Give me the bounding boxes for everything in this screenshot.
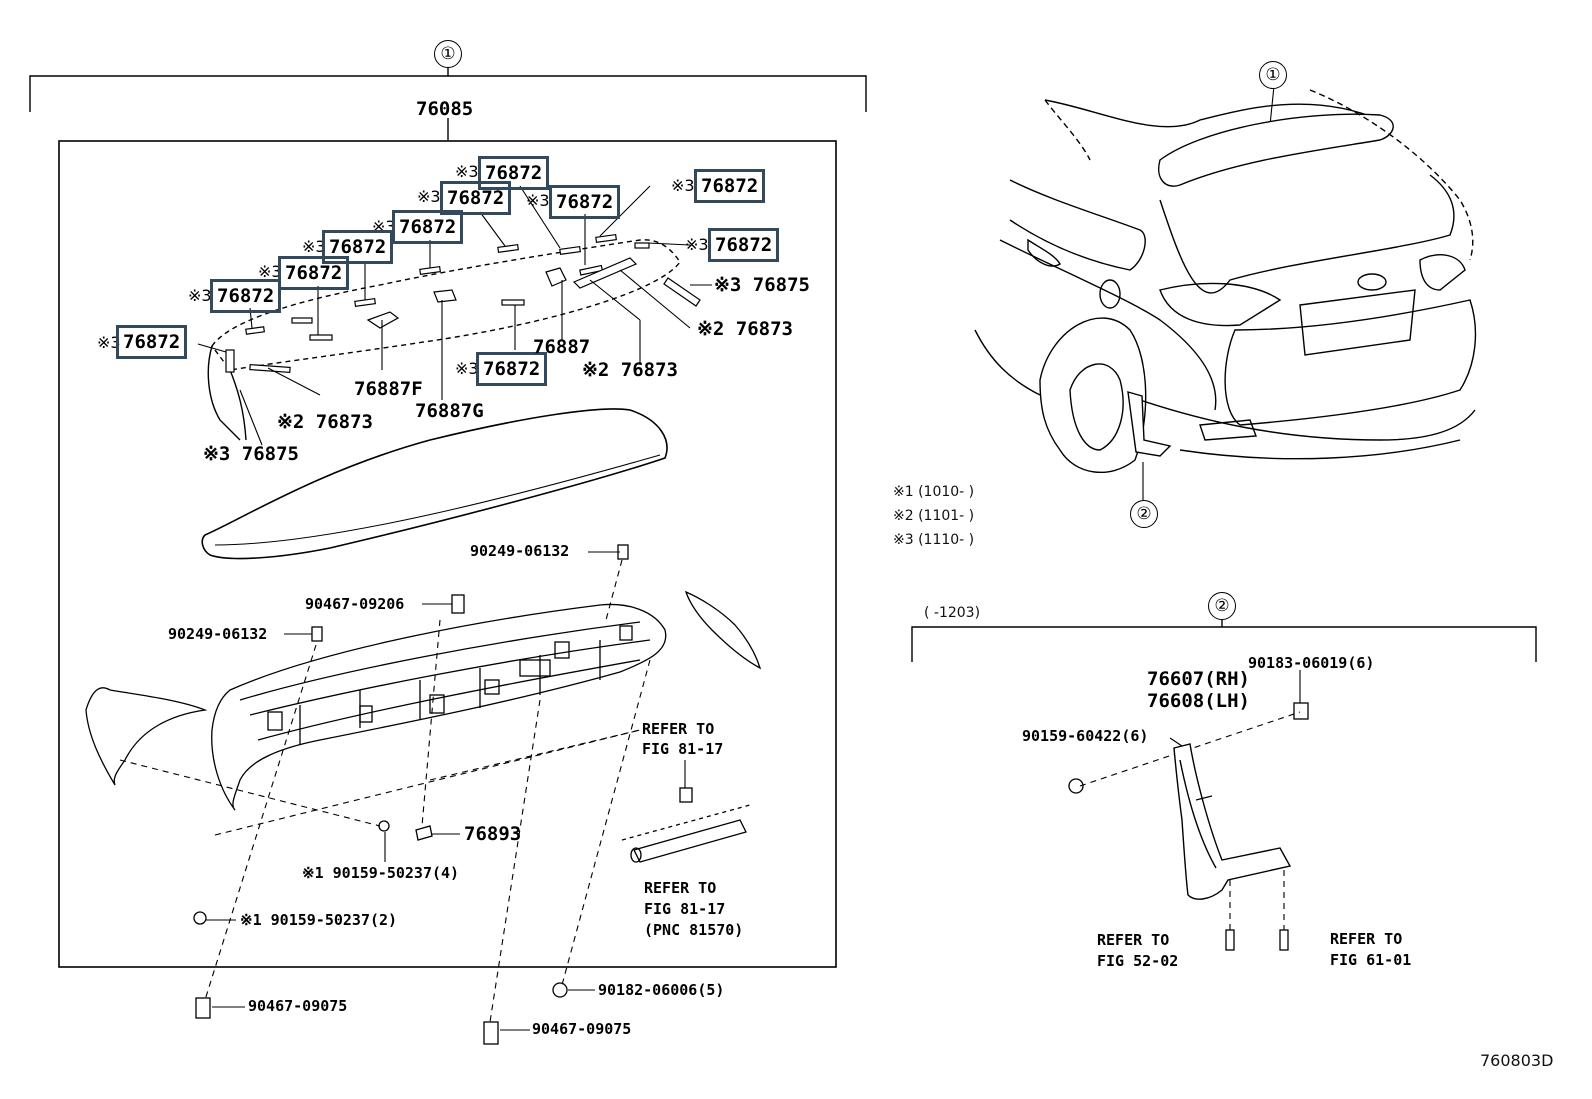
note-mark: ※3: [417, 187, 441, 206]
refer-fig-label[interactable]: FIG 81-17: [642, 740, 724, 758]
assembly-dashed-lines: [119, 559, 1301, 1023]
part-label-76607-rh[interactable]: 76607(RH): [1147, 668, 1250, 690]
note-mark: ※3: [526, 191, 550, 210]
spoiler-base-drawing: [211, 603, 667, 811]
callout-assembly-2: ②: [1208, 592, 1236, 620]
highlight-76872[interactable]: 76872: [478, 156, 550, 190]
note-mark: ※3: [302, 237, 326, 256]
part-label-90249-06132[interactable]: 90249-06132: [470, 542, 570, 560]
note-mark: ※3: [188, 286, 212, 305]
part-label-90183-06019[interactable]: 90183-06019(6): [1248, 654, 1375, 672]
part-label-90159-50237-4[interactable]: ※1 90159-50237(4): [302, 864, 460, 882]
highlight-76872[interactable]: 76872: [322, 230, 394, 264]
highlight-76872[interactable]: 76872: [708, 228, 780, 262]
refer-to-label[interactable]: REFER TO: [1097, 931, 1170, 949]
highlight-76872[interactable]: 76872: [440, 181, 512, 215]
part-label-76887F[interactable]: 76887F: [354, 378, 423, 400]
refer-fig-label[interactable]: FIG 81-17: [644, 900, 726, 918]
note-mark: ※3: [97, 333, 121, 352]
part-label-76873[interactable]: ※2 76873: [697, 318, 793, 340]
part-label-90467-09075[interactable]: 90467-09075: [248, 997, 348, 1015]
note-mark: ※3: [671, 176, 695, 195]
refer-fig-label[interactable]: FIG 52-02: [1097, 952, 1179, 970]
fastener-drawings: [193, 544, 1309, 1045]
assembly-frame: [58, 140, 837, 968]
callout-assembly-1: ①: [434, 40, 462, 68]
refer-to-label[interactable]: REFER TO: [644, 879, 717, 897]
part-label-90467-09206[interactable]: 90467-09206: [305, 595, 405, 613]
highlight-76872[interactable]: 76872: [210, 279, 282, 313]
note-mark: ※3: [258, 262, 282, 281]
part-label-76608-lh[interactable]: 76608(LH): [1147, 690, 1250, 712]
stop-lamp-drawing: [621, 804, 751, 863]
note-mark: ※3: [455, 162, 479, 181]
part-label-76875[interactable]: ※3 76875: [714, 274, 810, 296]
note-mark: ※3: [685, 235, 709, 254]
highlight-76872[interactable]: 76872: [116, 325, 188, 359]
callout-car-1: ①: [1259, 61, 1287, 89]
figure-id: 760803D: [1480, 1051, 1554, 1070]
footnote-3: ※3 (1110- ): [893, 532, 975, 548]
mudguard-bracket: [911, 617, 1537, 662]
note-mark: ※3: [455, 359, 479, 378]
highlight-76872[interactable]: 76872: [278, 256, 350, 290]
highlight-76872[interactable]: 76872: [392, 210, 464, 244]
part-label-76893[interactable]: 76893: [464, 823, 522, 845]
spoiler-cover-drawing: [201, 408, 668, 560]
part-label-90249-06132[interactable]: 90249-06132: [168, 625, 268, 643]
highlight-76872[interactable]: 76872: [549, 185, 621, 219]
part-label-76887G[interactable]: 76887G: [415, 400, 484, 422]
callout-car-2: ②: [1130, 500, 1158, 528]
refer-to-label[interactable]: REFER TO: [642, 720, 715, 738]
left-end-cap-drawing: [85, 687, 208, 786]
part-label-76873[interactable]: ※2 76873: [277, 411, 373, 433]
leader-lines: [197, 85, 1301, 1031]
highlight-76872[interactable]: 76872: [476, 352, 548, 386]
highlight-76872[interactable]: 76872: [694, 169, 766, 203]
part-label-90182-06006[interactable]: 90182-06006(5): [598, 981, 725, 999]
part-label-76875[interactable]: ※3 76875: [203, 443, 299, 465]
mudguard-drawing: [1173, 743, 1292, 900]
refer-pnc-label[interactable]: (PNC 81570): [644, 921, 744, 939]
right-end-cap-drawing: [684, 590, 762, 670]
part-label-90159-50237-2[interactable]: ※1 90159-50237(2): [240, 911, 398, 929]
refer-to-label[interactable]: REFER TO: [1330, 930, 1403, 948]
car-rear-drawing: [974, 89, 1477, 474]
mudguard-date-range: ( -1203): [924, 605, 981, 621]
spoiler-assy-part-number: 76085: [416, 98, 474, 120]
refer-fig-label[interactable]: FIG 61-01: [1330, 951, 1412, 969]
part-label-76873[interactable]: ※2 76873: [582, 359, 678, 381]
part-label-76887[interactable]: 76887: [533, 336, 591, 358]
part-label-90159-60422[interactable]: 90159-60422(6): [1022, 727, 1149, 745]
footnote-2: ※2 (1101- ): [893, 508, 975, 524]
part-label-90467-09075[interactable]: 90467-09075: [532, 1020, 632, 1038]
footnote-1: ※1 (1010- ): [893, 484, 975, 500]
